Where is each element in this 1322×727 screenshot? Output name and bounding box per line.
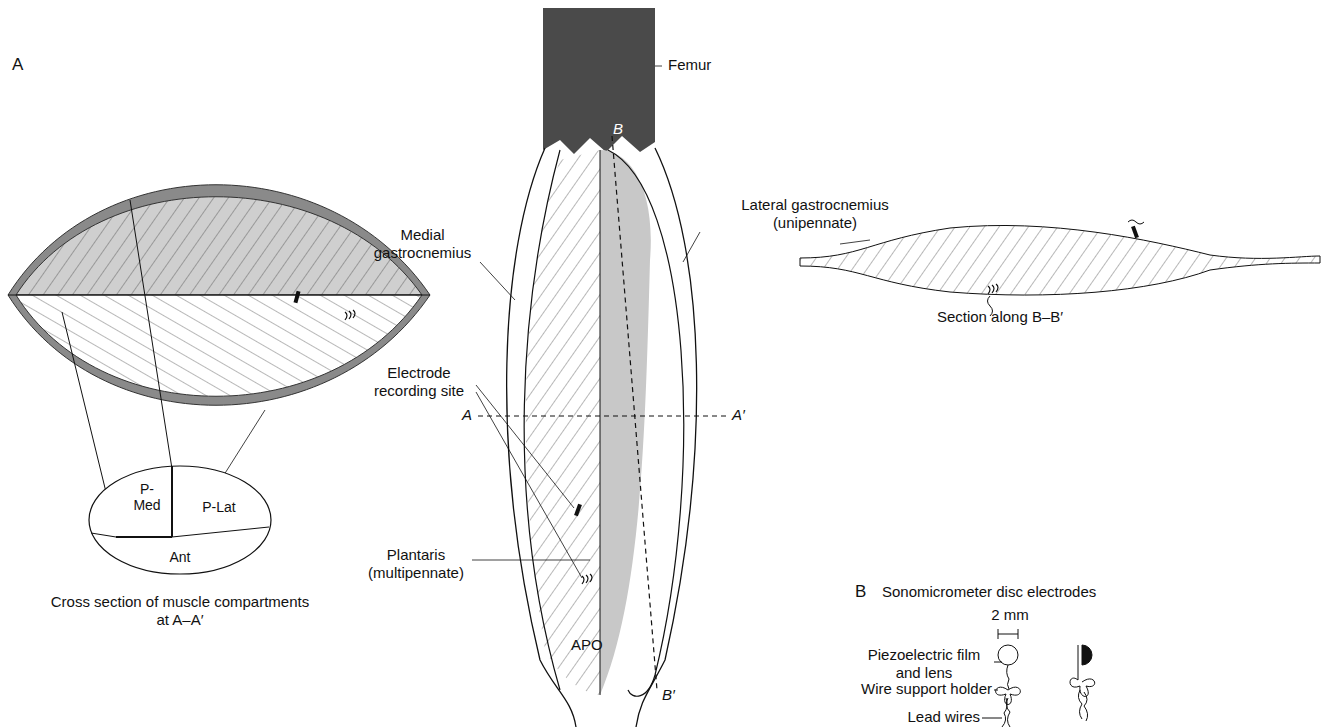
compartment-label: Ant bbox=[160, 549, 200, 565]
leg-drawing bbox=[478, 8, 728, 727]
label: B bbox=[613, 120, 633, 138]
label: Femur bbox=[668, 56, 748, 74]
label: Piezoelectric film and lens bbox=[856, 646, 992, 682]
label: 2 mm bbox=[980, 606, 1040, 624]
label: Electrode recording site bbox=[360, 364, 478, 400]
label: B bbox=[855, 583, 873, 601]
label: A′ bbox=[732, 406, 756, 424]
label: Lead wires bbox=[880, 708, 980, 726]
label: Sonomicrometer disc electrodes bbox=[882, 583, 1142, 601]
caption: Cross section of muscle compartments at … bbox=[48, 593, 312, 629]
label: APO bbox=[571, 636, 611, 654]
label: Section along B–B′ bbox=[900, 308, 1100, 326]
label: B′ bbox=[662, 686, 686, 704]
sonomicrometer-electrode bbox=[982, 629, 1095, 727]
longitudinal-section bbox=[800, 220, 1320, 316]
label: A bbox=[12, 56, 42, 74]
compartment-label: P-Med bbox=[130, 481, 164, 513]
label: Wire support holder bbox=[834, 680, 992, 698]
label: Lateral gastrocnemius (unipennate) bbox=[700, 196, 930, 232]
compartment-ellipse: P-MedP-LatAntCross section of muscle com… bbox=[88, 465, 272, 575]
label: A bbox=[462, 406, 478, 424]
label: Plantaris (multipennate) bbox=[360, 546, 472, 582]
leader-lines bbox=[472, 66, 870, 578]
label: Medial gastrocnemius bbox=[365, 226, 480, 262]
compartment-label: P-Lat bbox=[194, 499, 244, 515]
